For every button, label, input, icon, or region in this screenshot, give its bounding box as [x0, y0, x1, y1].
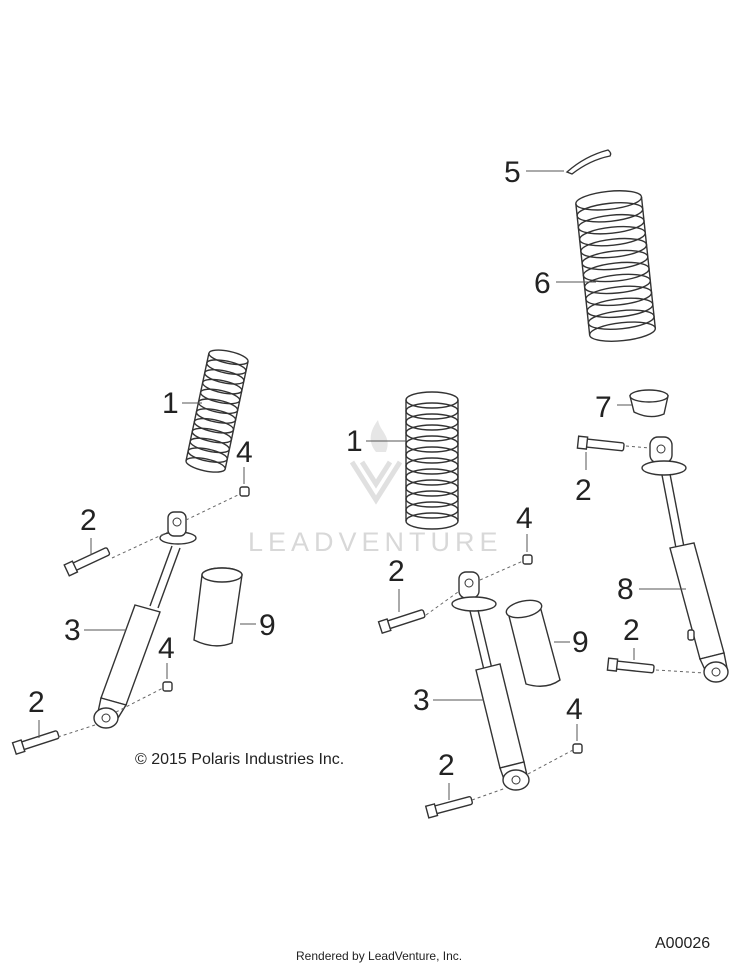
callout-2-middle-upper: 2: [388, 555, 405, 612]
callout-5: 5: [504, 156, 564, 189]
callout-9-middle-label: 9: [572, 626, 589, 659]
callout-3-middle-label: 3: [413, 684, 430, 717]
callout-8-label: 8: [617, 573, 634, 606]
callout-6: 6: [534, 267, 596, 300]
bolt-right-upper: [576, 435, 625, 452]
boot-left: [193, 567, 243, 647]
spring-right: [575, 190, 657, 342]
watermark: LEADVENTURE: [248, 420, 503, 557]
callout-2-left-upper: 2: [80, 504, 97, 555]
nut-left-upper: [239, 486, 250, 497]
nut-left-lower: [162, 681, 173, 692]
boot-middle: [505, 599, 561, 687]
callout-3-middle: 3: [413, 684, 484, 717]
callout-2-middle-lower-label: 2: [438, 749, 455, 782]
rendered-by: Rendered by LeadVenture, Inc.: [296, 949, 462, 963]
callout-2-right-lower-label: 2: [623, 614, 640, 647]
callout-7-label: 7: [595, 391, 612, 424]
callout-1-middle-label: 1: [346, 425, 363, 458]
shock-absorber-middle: [451, 571, 530, 791]
callout-4-middle-upper: 4: [516, 502, 533, 552]
callout-9-middle: 9: [554, 626, 589, 659]
callout-5-label: 5: [504, 156, 521, 189]
bolt-right-lower: [606, 657, 655, 674]
copyright-notice: © 2015 Polaris Industries Inc.: [135, 751, 344, 768]
callout-2-middle-upper-label: 2: [388, 555, 405, 588]
callout-9-left: 9: [240, 609, 276, 642]
callout-2-right-upper: 2: [575, 452, 592, 507]
callout-1-left-label: 1: [162, 387, 179, 420]
callout-4-middle-upper-label: 4: [516, 502, 533, 535]
callout-1-middle: 1: [346, 425, 406, 458]
figure-code: A00026: [655, 935, 710, 952]
bolt-middle-lower: [424, 796, 473, 819]
shock-absorber-left: [93, 511, 197, 729]
callout-3-left-label: 3: [64, 614, 81, 647]
callout-2-left-lower-label: 2: [28, 686, 45, 719]
callout-4-left-upper-label: 4: [236, 436, 253, 469]
spring-middle: [405, 391, 459, 530]
bolt-left-lower: [11, 730, 60, 756]
callout-7: 7: [595, 391, 632, 424]
callout-4-middle-lower: 4: [566, 693, 583, 741]
watermark-logo-icon: [349, 420, 403, 505]
callout-2-middle-lower: 2: [438, 749, 455, 800]
callout-4-left-lower-label: 4: [158, 632, 175, 665]
nut-middle-upper: [522, 554, 533, 565]
watermark-text: LEADVENTURE: [248, 527, 503, 557]
callout-9-left-label: 9: [259, 609, 276, 642]
spring-left: [185, 349, 249, 473]
callout-4-left-lower: 4: [158, 632, 175, 679]
shock-absorber-right: [641, 436, 729, 683]
callout-3-left: 3: [64, 614, 126, 647]
retaining-ring: [565, 149, 612, 175]
callout-2-left-upper-label: 2: [80, 504, 97, 537]
callout-6-label: 6: [534, 267, 551, 300]
callout-1-left: 1: [162, 387, 202, 420]
bolt-left-upper: [63, 547, 111, 577]
callout-4-middle-lower-label: 4: [566, 693, 583, 726]
bolt-middle-upper: [377, 609, 426, 635]
nut-middle-lower: [572, 743, 583, 754]
callout-2-left-lower: 2: [28, 686, 45, 738]
callout-2-right-lower: 2: [623, 614, 640, 660]
spring-retainer: [629, 389, 669, 418]
callout-4-left-upper: 4: [236, 436, 253, 484]
callout-2-right-upper-label: 2: [575, 474, 592, 507]
callout-8: 8: [617, 573, 686, 606]
